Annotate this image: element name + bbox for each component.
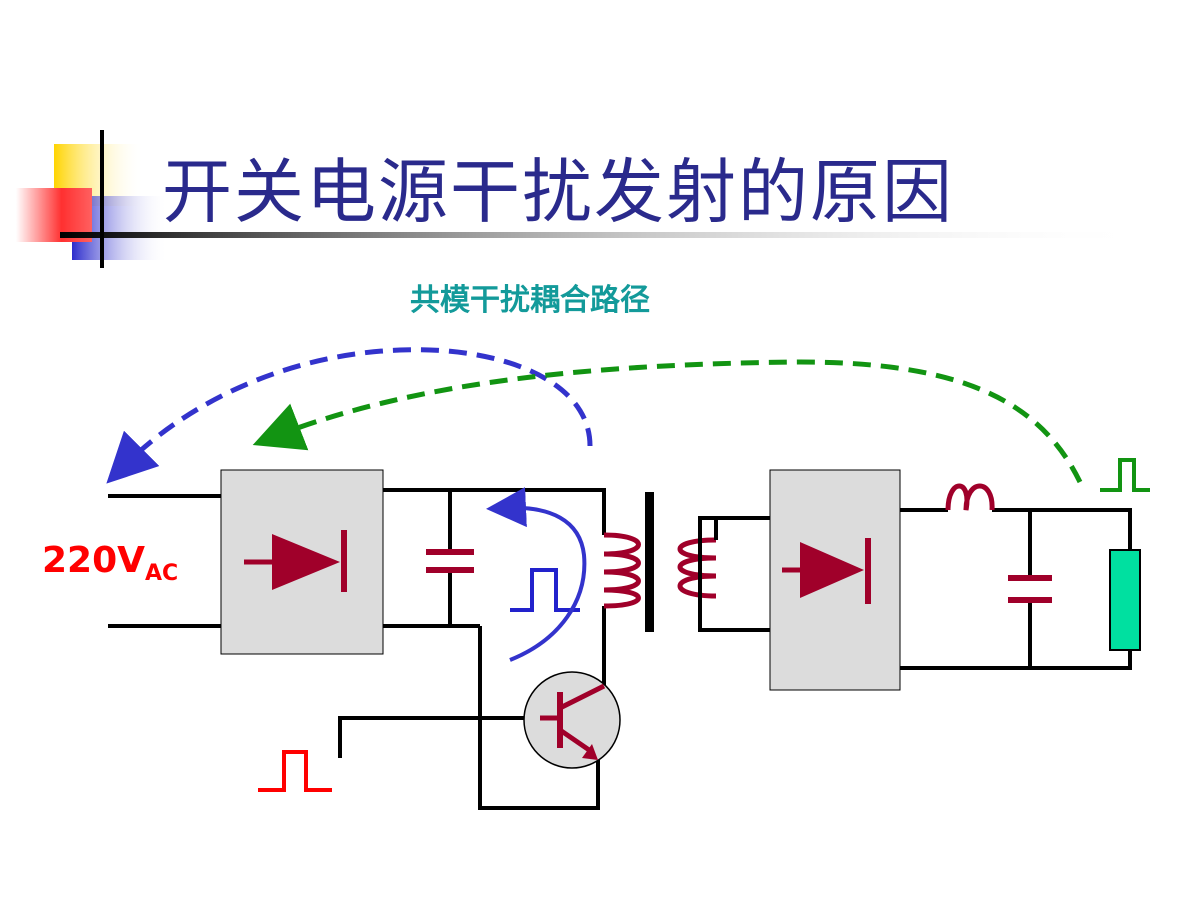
output-diode-icon xyxy=(782,538,871,604)
secondary-wiring xyxy=(698,508,1132,670)
blue-coupling-path-arrow xyxy=(106,347,593,484)
gate-pulse-icon xyxy=(258,750,332,792)
voltage-value: 220V xyxy=(42,540,146,581)
input-wires xyxy=(108,494,228,628)
slide-title: 开关电源干扰发射的原因 xyxy=(162,151,954,233)
input-voltage-label: 220VAC xyxy=(42,540,178,586)
input-capacitor-icon xyxy=(426,549,474,573)
primary-coil-icon xyxy=(603,532,641,609)
primary-current-loop-arrow xyxy=(486,487,587,662)
output-capacitor-icon xyxy=(1008,575,1052,603)
green-coupling-path-arrow xyxy=(252,359,1083,484)
coupling-path-label: 共模干扰耦合路径 xyxy=(410,283,650,318)
primary-pulse-icon xyxy=(510,568,580,612)
deco-vertical-line xyxy=(100,130,104,268)
transformer-core xyxy=(645,492,654,632)
secondary-coil-icon xyxy=(677,537,717,599)
title-underline xyxy=(60,232,1150,238)
rectifier-diode-icon xyxy=(244,530,347,592)
output-inductor-icon xyxy=(945,483,995,511)
load-resistor xyxy=(1109,549,1141,651)
primary-wiring xyxy=(338,488,606,810)
voltage-subscript: AC xyxy=(145,561,179,586)
output-pulse-icon xyxy=(1100,458,1150,492)
switching-transistor-icon xyxy=(523,671,621,769)
